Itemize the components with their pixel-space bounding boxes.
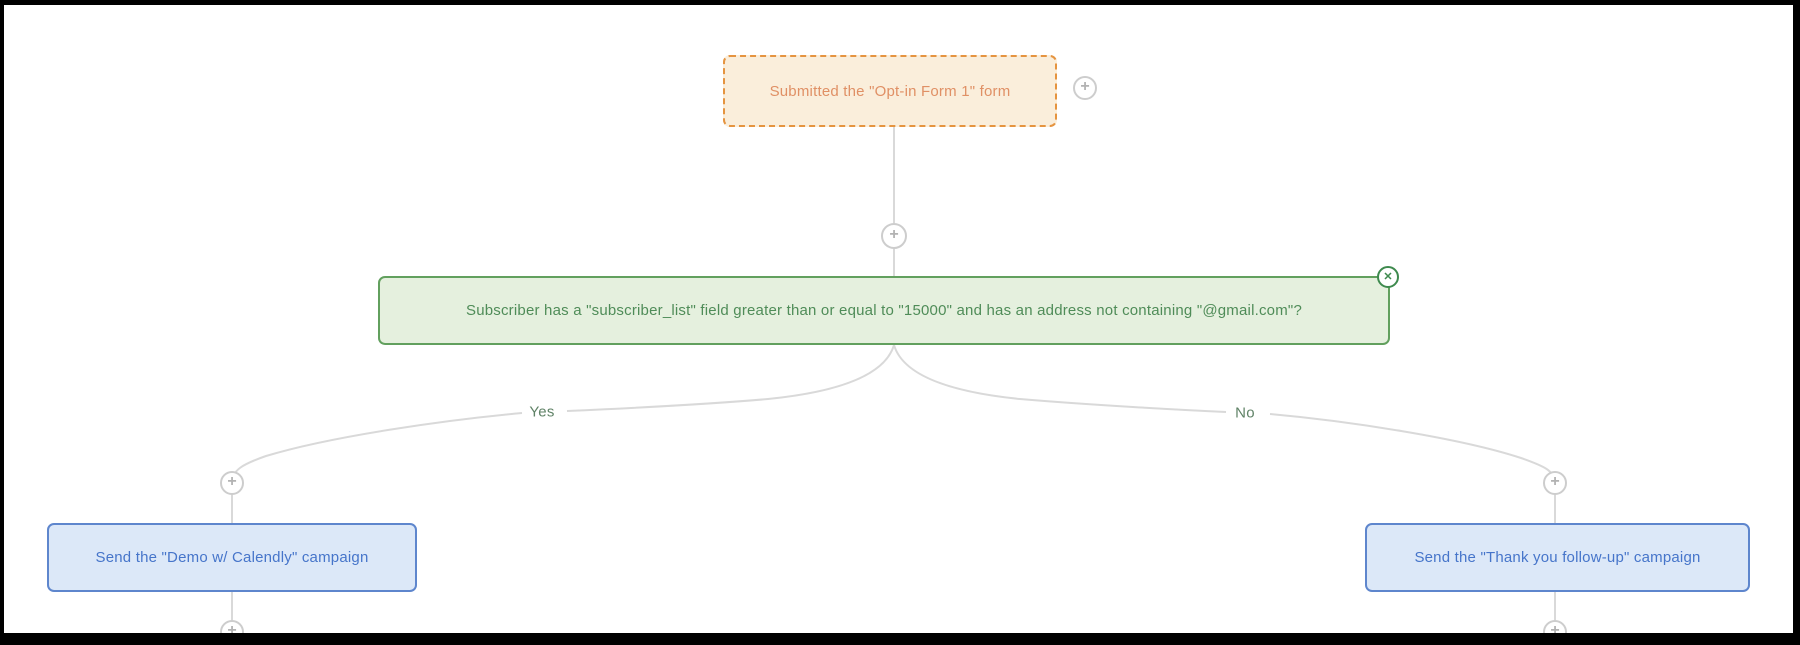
add-step-above-condition-button[interactable]: + [881,223,907,249]
add-step-no-branch-button[interactable]: + [1543,471,1567,495]
plus-icon: + [1550,473,1560,490]
action-node-send-demo-campaign[interactable]: Send the "Demo w/ Calendly" campaign [47,523,417,592]
plus-icon: + [227,473,237,490]
add-step-below-left-action-button[interactable]: + [220,620,244,644]
add-trigger-button[interactable]: + [1073,76,1097,100]
trigger-node-label: Submitted the "Opt-in Form 1" form [769,82,1011,100]
connector-fork-right-lower [1269,413,1556,484]
plus-icon: + [227,622,237,639]
plus-icon: + [1080,78,1090,95]
action-node-label: Send the "Thank you follow-up" campaign [1414,549,1701,566]
delete-condition-button[interactable]: ✕ [1377,266,1399,288]
add-step-below-right-action-button[interactable]: + [1543,620,1567,644]
condition-node-subscriber-filter[interactable]: Subscriber has a "subscriber_list" field… [378,276,1390,345]
connector-fork-right-upper [893,344,1227,413]
trigger-node-form-submitted[interactable]: Submitted the "Opt-in Form 1" form [723,55,1057,127]
condition-node-label: Subscriber has a "subscriber_list" field… [465,302,1302,319]
branch-label-yes: Yes [529,403,555,421]
add-step-yes-branch-button[interactable]: + [220,471,244,495]
plus-icon: + [1550,622,1560,639]
action-node-label: Send the "Demo w/ Calendly" campaign [95,549,369,566]
close-icon: ✕ [1383,270,1393,283]
plus-icon: + [889,226,899,243]
action-node-send-thankyou-campaign[interactable]: Send the "Thank you follow-up" campaign [1365,523,1750,592]
branch-label-no: No [1235,404,1255,422]
connector-fork-left-lower [231,412,523,484]
connector-fork-left-upper [566,344,895,412]
